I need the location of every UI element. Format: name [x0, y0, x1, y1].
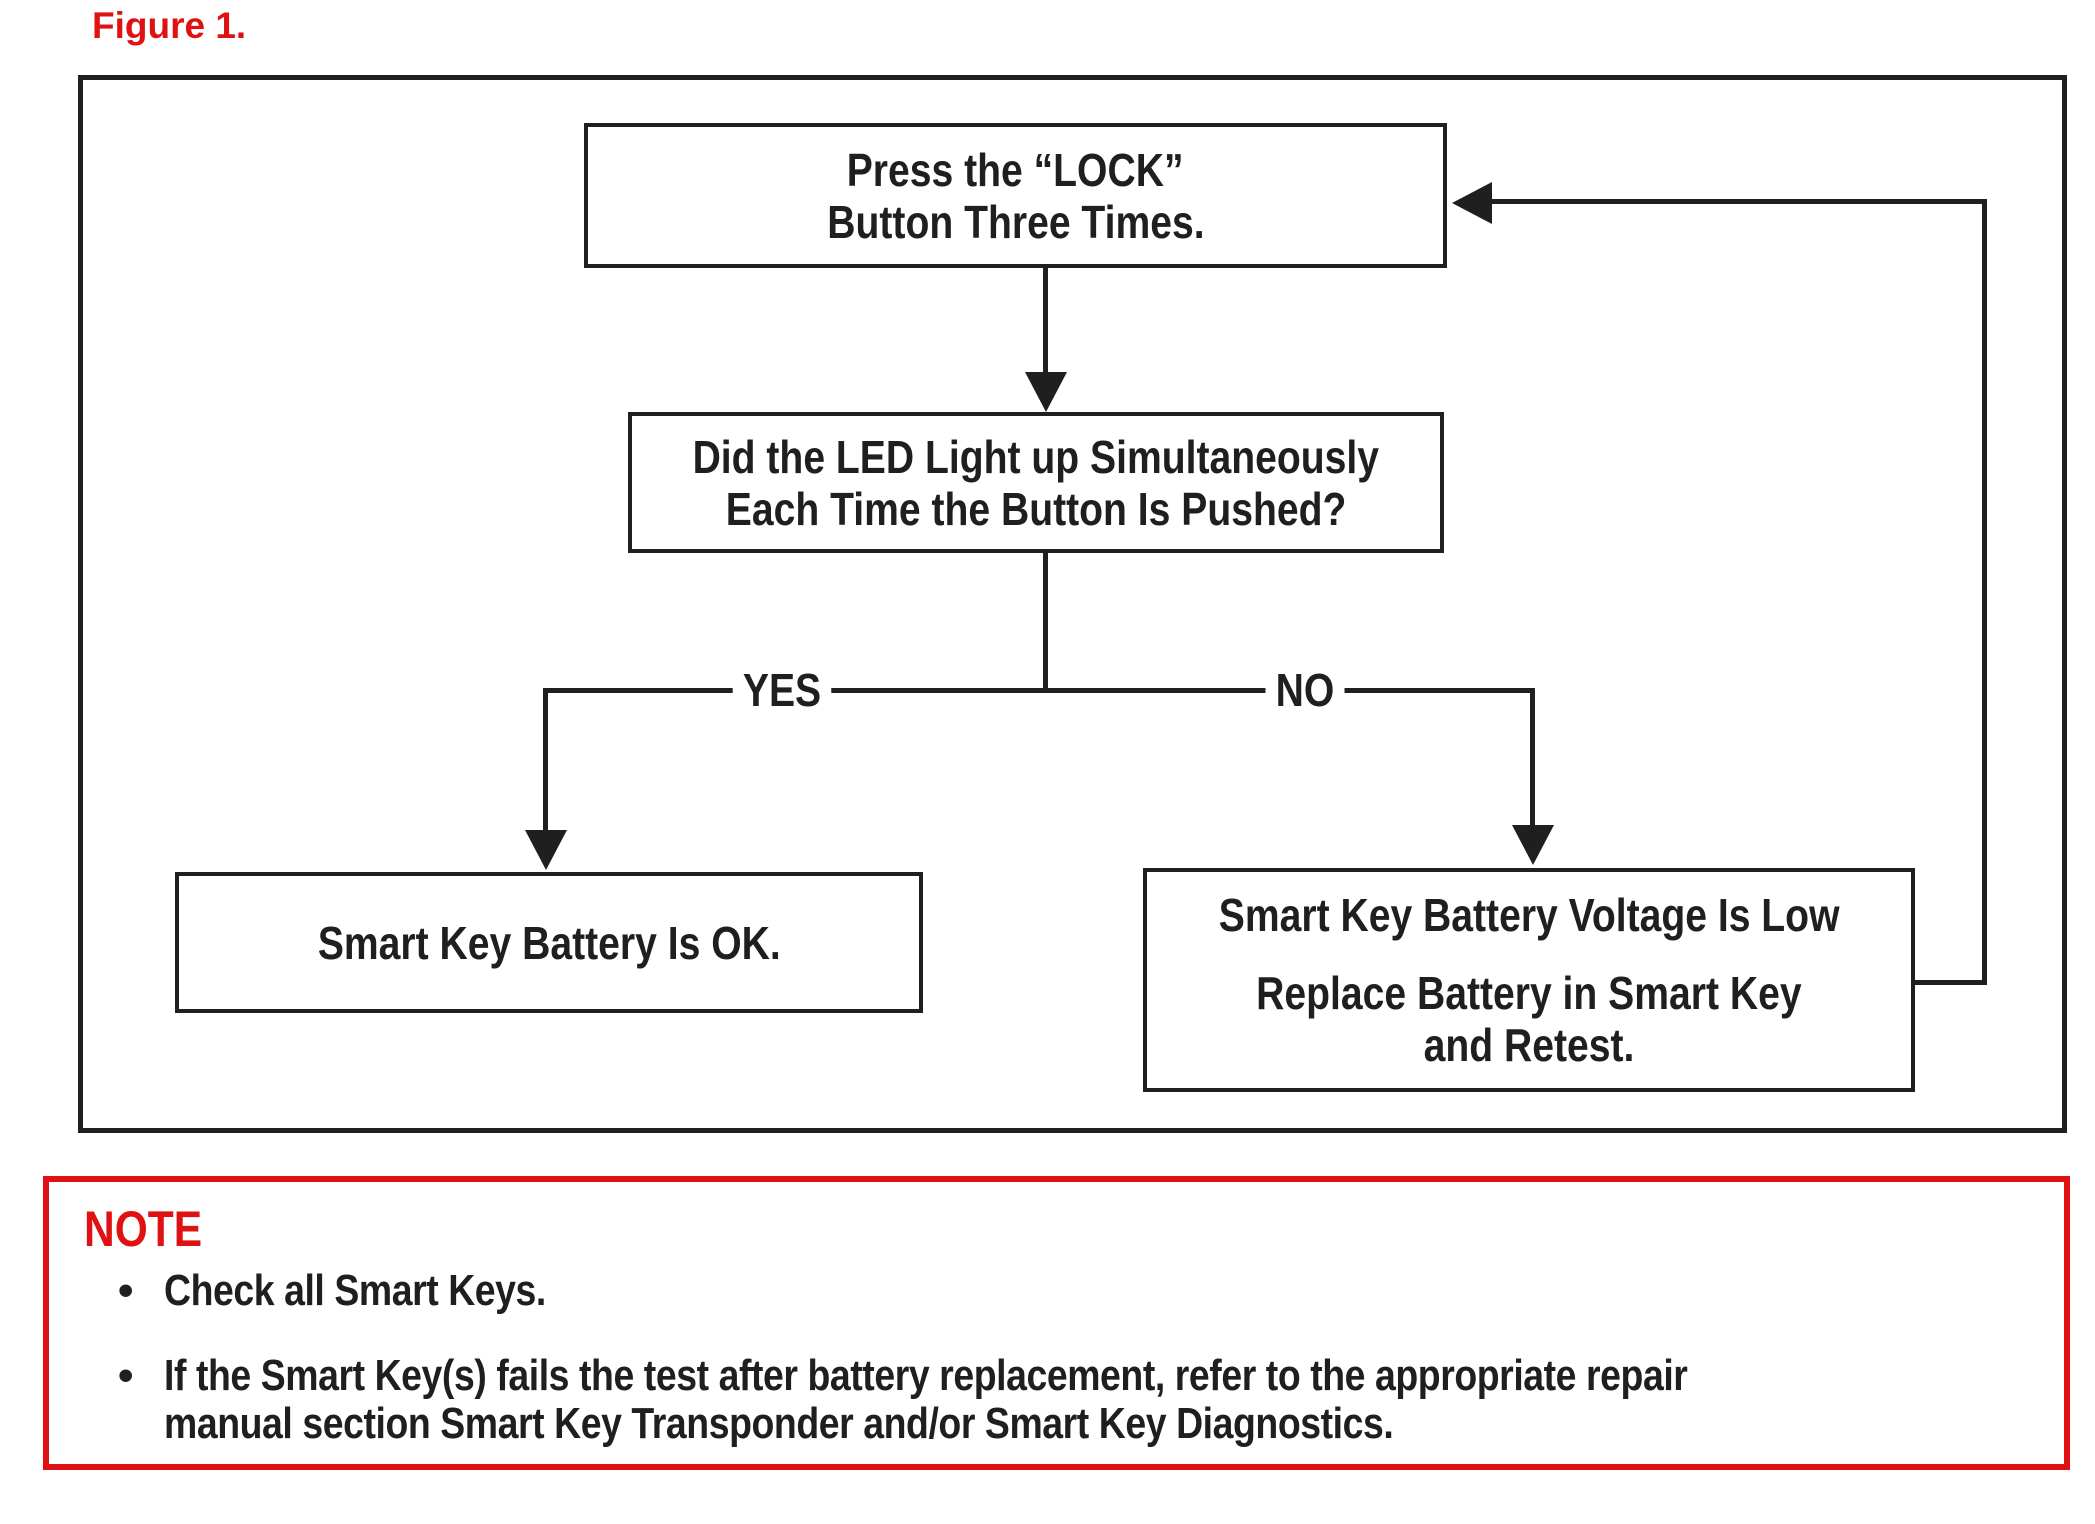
down-arrowhead-icon [1512, 825, 1554, 865]
note-bullet-1-text: Check all Smart Keys. [164, 1266, 546, 1315]
down-arrowhead-icon [1025, 372, 1067, 412]
flow-result-battery-low: Smart Key Battery Voltage Is Low Replace… [1143, 868, 1915, 1092]
branch-label-yes: YES [732, 664, 832, 716]
flow-step-press-lock: Press the “LOCK” Button Three Times. [584, 123, 1447, 268]
bullet-dot-icon: • [118, 1351, 134, 1400]
flow-result-battery-low-line1: Smart Key Battery Voltage Is Low [1218, 889, 1840, 941]
flow-result-battery-low-line3: and Retest. [1423, 1019, 1635, 1071]
connector-feedback-vertical-line [1982, 199, 1987, 985]
connector-decision-stub-line [1043, 551, 1048, 691]
flow-step-press-lock-line2: Button Three Times. [826, 195, 1205, 248]
flow-decision-led-light-line2: Each Time the Button Is Pushed? [725, 482, 1347, 535]
connector-step1-to-decision-line [1043, 266, 1048, 374]
flow-result-battery-ok-line1: Smart Key Battery Is OK. [317, 916, 781, 969]
flow-decision-led-light-line1: Did the LED Light up Simultaneously [692, 430, 1380, 483]
note-bullet-1: • Check all Smart Keys. [118, 1267, 613, 1315]
left-arrowhead-icon [1452, 182, 1492, 224]
note-bullet-2: • If the Smart Key(s) fails the test aft… [118, 1352, 1956, 1448]
note-box [43, 1176, 2070, 1470]
figure-title: Figure 1. [92, 5, 247, 46]
connector-no-line [1530, 688, 1535, 825]
connector-branch-line [545, 688, 1535, 693]
connector-yes-line [543, 688, 548, 830]
down-arrowhead-icon [525, 830, 567, 870]
connector-feedback-bottom-line [1915, 980, 1987, 985]
flow-result-battery-ok: Smart Key Battery Is OK. [175, 872, 923, 1013]
flow-step-press-lock-line1: Press the “LOCK” [847, 143, 1184, 196]
branch-label-no: NO [1265, 664, 1345, 716]
flowchart-frame [78, 75, 2067, 1133]
connector-feedback-top-line [1492, 199, 1987, 204]
note-bullet-2-line1: If the Smart Key(s) fails the test after… [164, 1351, 1688, 1400]
note-heading: NOTE [84, 1201, 203, 1257]
bullet-dot-icon: • [118, 1266, 134, 1315]
flow-decision-led-light: Did the LED Light up Simultaneously Each… [628, 412, 1444, 553]
note-bullet-2-line2: manual section Smart Key Transponder and… [164, 1399, 1394, 1448]
flow-result-battery-low-line2: Replace Battery in Smart Key [1256, 967, 1802, 1019]
